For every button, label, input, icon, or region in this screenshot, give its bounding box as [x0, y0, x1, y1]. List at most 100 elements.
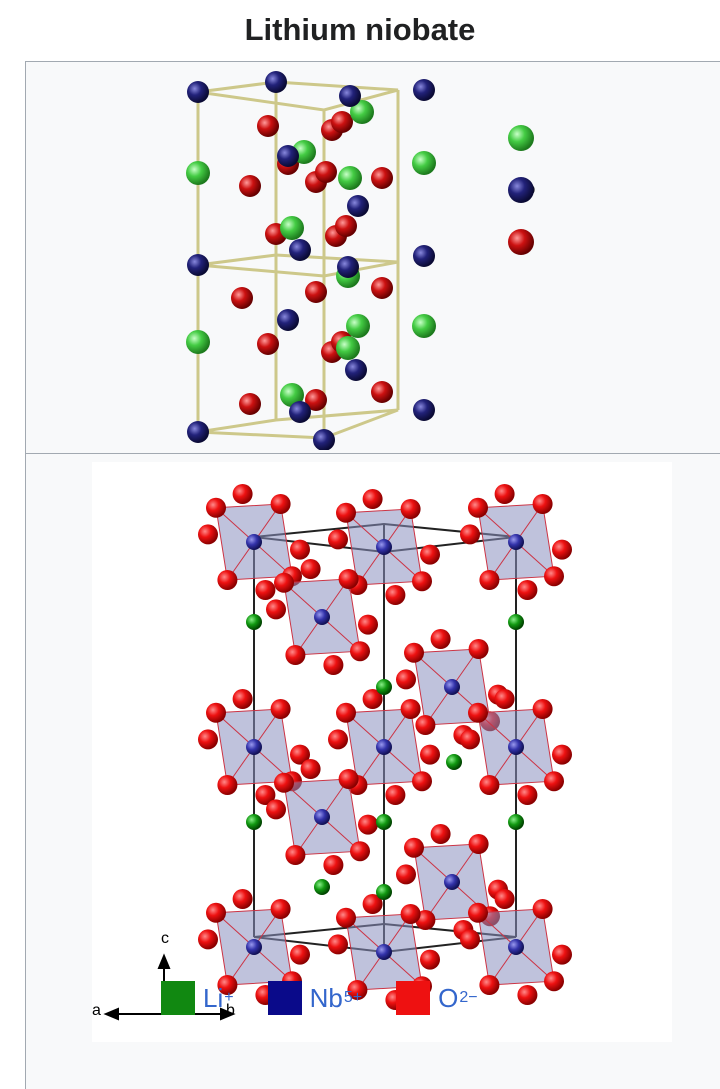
oxygen-ion [460, 929, 480, 950]
legend-atom-icon [508, 229, 534, 255]
oxygen-ion [400, 499, 421, 519]
niobium-ion [444, 874, 460, 890]
niobium-ion [314, 609, 330, 625]
oxygen-ion [300, 559, 321, 579]
legend-swatch [396, 981, 431, 1015]
oxygen-ion [290, 744, 310, 765]
lithium-ion [376, 884, 392, 900]
oxygen-atom [257, 333, 279, 355]
oxygen-ion [358, 614, 378, 635]
lithium-ion [246, 814, 262, 830]
niobium-atom [277, 309, 299, 331]
lithium-ion [314, 879, 330, 895]
oxygen-atom [257, 115, 279, 137]
oxygen-atom [315, 161, 337, 183]
atom-legend: LiNbO [506, 112, 586, 255]
oxygen-ion [338, 569, 359, 589]
lithium-atom [280, 216, 304, 240]
oxygen-ion [412, 771, 432, 792]
oxygen-ion [552, 744, 572, 765]
oxygen-ion [400, 904, 421, 924]
oxygen-ion [300, 759, 321, 779]
niobium-ion [314, 809, 330, 825]
ion-legend-li: Li+ [161, 981, 234, 1015]
oxygen-ion [266, 599, 286, 620]
oxygen-ion [206, 902, 226, 923]
oxygen-ion [517, 785, 538, 805]
ion-label: Nb [309, 982, 343, 1013]
oxygen-ion [396, 669, 416, 690]
nbo6-octahedron [198, 689, 310, 805]
nbo6-octahedron [460, 889, 572, 1005]
axis-label-b: b [226, 1002, 235, 1019]
niobium-ion [246, 739, 262, 755]
oxygen-ion [290, 539, 310, 560]
oxygen-ion [274, 572, 294, 593]
oxygen-ion [420, 949, 440, 970]
lithium-atom [186, 161, 210, 185]
oxygen-ion [420, 744, 440, 765]
lithium-ion [376, 679, 392, 695]
niobium-ion [508, 739, 524, 755]
oxygen-ion [270, 494, 291, 514]
oxygen-ion [552, 539, 572, 560]
nbo6-octahedron [460, 484, 572, 600]
oxygen-ion [328, 729, 348, 750]
oxygen-ion [385, 585, 406, 605]
niobium-atom [187, 81, 209, 103]
oxygen-atom [335, 215, 357, 237]
axis-label-c: c [161, 930, 169, 947]
oxygen-ion [532, 494, 553, 514]
oxygen-ion [479, 775, 500, 795]
oxygen-ion [415, 715, 436, 735]
niobium-atom [265, 71, 287, 93]
oxygen-atom [305, 389, 327, 411]
lithium-atom [338, 166, 362, 190]
lithium-atom [280, 383, 304, 407]
oxygen-ion [404, 642, 424, 663]
oxygen-ion [544, 771, 564, 792]
niobium-ion [246, 939, 262, 955]
lithium-atom [186, 330, 210, 354]
niobium-ion [376, 739, 392, 755]
niobium-atom [337, 256, 359, 278]
oxygen-ion [255, 580, 276, 600]
lithium-atom [336, 336, 360, 360]
oxygen-ion [266, 799, 286, 820]
oxygen-ion [362, 689, 383, 709]
oxygen-ion [358, 814, 378, 835]
oxygen-atom [239, 393, 261, 415]
oxygen-ion [347, 980, 368, 1000]
lithium-ion [446, 754, 462, 770]
oxygen-ion [328, 934, 348, 955]
oxygen-ion [460, 524, 480, 545]
lithium-ion [376, 814, 392, 830]
oxygen-ion [494, 484, 515, 504]
niobium-atom [289, 239, 311, 261]
ion-label: Li [203, 982, 224, 1013]
lithium-ion [508, 614, 524, 630]
oxygen-ion [338, 769, 359, 789]
oxygen-atom [331, 111, 353, 133]
lithium-ion [508, 814, 524, 830]
oxygen-ion [468, 702, 488, 723]
niobium-atom [289, 401, 311, 423]
oxygen-ion [232, 484, 253, 504]
oxygen-ion [494, 689, 515, 709]
oxygen-ion [532, 899, 553, 919]
oxygen-ion [336, 702, 356, 723]
page-title: Lithium niobate [244, 12, 476, 47]
legend-swatch [161, 981, 195, 1015]
oxygen-ion [362, 894, 383, 914]
oxygen-ion [336, 907, 356, 928]
oxygen-ion [217, 570, 238, 590]
niobium-atom [413, 245, 435, 267]
oxygen-atom [371, 381, 393, 403]
oxygen-ion [336, 502, 356, 523]
oxygen-ion [232, 889, 253, 909]
oxygen-ion [350, 841, 370, 862]
legend-item-o: O [506, 216, 586, 268]
oxygen-ion [198, 929, 218, 950]
